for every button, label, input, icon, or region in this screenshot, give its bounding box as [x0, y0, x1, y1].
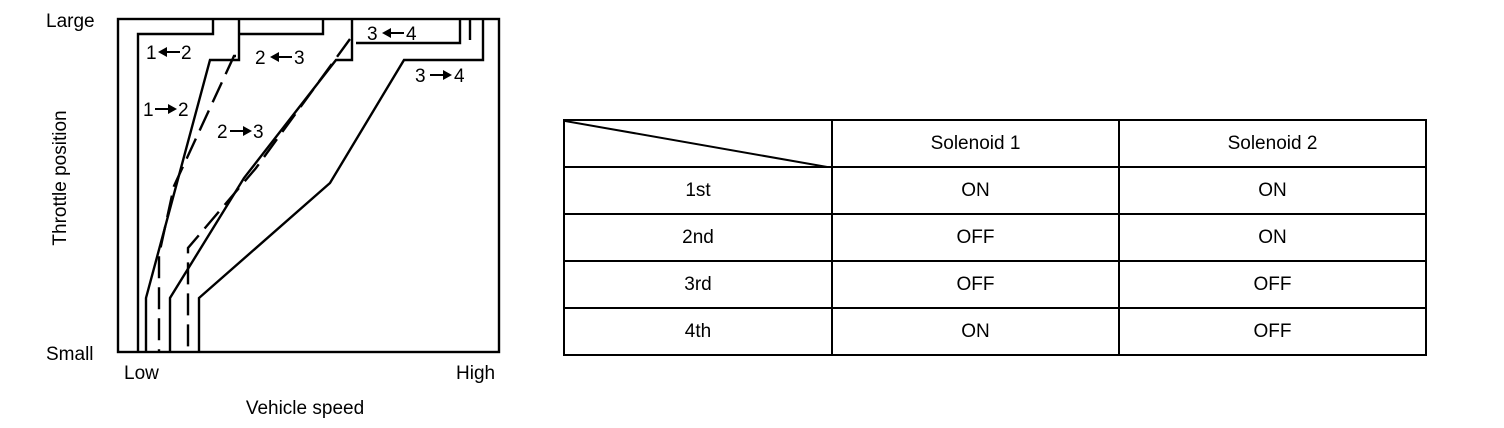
table-row: 4th ON OFF — [563, 307, 1427, 356]
label-3-4-up-to: 4 — [454, 66, 465, 87]
label-1-2-down-to: 2 — [181, 43, 192, 64]
gear-cell: 2nd — [563, 213, 833, 262]
header-solenoid-1: Solenoid 1 — [831, 119, 1120, 168]
table-header-row: Solenoid 1 Solenoid 2 — [563, 119, 1427, 168]
label-2-3-up-from: 2 — [217, 122, 228, 143]
x-axis-title: Vehicle speed — [246, 398, 364, 419]
table-row: 1st ON ON — [563, 166, 1427, 215]
label-1-2-down: 1 2 — [146, 43, 192, 64]
upshift-1-2-curve — [136, 19, 241, 352]
solenoid-2-cell: ON — [1118, 166, 1427, 215]
downshift-1-2-curve — [157, 54, 236, 352]
solenoid-2-cell: OFF — [1118, 307, 1427, 356]
solenoid-table: Solenoid 1 Solenoid 2 1st ON ON 2nd OFF … — [563, 119, 1427, 356]
arrow-right-icon — [168, 104, 177, 114]
label-1-2-up-to: 2 — [178, 100, 189, 121]
shift-diagram: Large Small Throttle position Low High V… — [46, 11, 501, 419]
table-row: 2nd OFF ON — [563, 213, 1427, 262]
y-axis-top-label: Large — [46, 11, 95, 32]
label-1-2-up: 1 2 — [143, 100, 189, 121]
gear-cell: 4th — [563, 307, 833, 356]
arrow-left-icon — [158, 47, 167, 57]
label-1-2-down-from: 1 — [146, 43, 157, 64]
header-solenoid-2: Solenoid 2 — [1118, 119, 1427, 168]
arrow-left-icon — [270, 52, 279, 62]
label-3-4-up: 3 4 — [415, 66, 465, 87]
y-axis-title: Throttle position — [50, 110, 71, 245]
label-3-4-up-from: 3 — [415, 66, 426, 87]
gear-cell: 1st — [563, 166, 833, 215]
label-3-4-down-from: 3 — [367, 24, 378, 45]
x-axis-right-label: High — [456, 363, 495, 384]
label-2-3-down-to: 3 — [294, 48, 305, 69]
label-2-3-down-from: 2 — [255, 48, 266, 69]
solenoid-1-cell: ON — [831, 166, 1120, 215]
table-row: 3rd OFF OFF — [563, 260, 1427, 309]
arrow-left-icon — [382, 28, 391, 38]
gear-cell: 3rd — [563, 260, 833, 309]
arrow-right-icon — [243, 126, 252, 136]
label-2-3-up-to: 3 — [253, 122, 264, 143]
x-axis-left-label: Low — [124, 363, 159, 384]
upshift-3-4-curve — [197, 19, 485, 352]
solenoid-1-cell: OFF — [831, 260, 1120, 309]
label-3-4-down: 3 4 — [367, 24, 417, 45]
label-2-3-up: 2 3 — [217, 122, 264, 143]
downshift-2-3-curve — [186, 38, 351, 352]
label-3-4-down-to: 4 — [406, 24, 417, 45]
solenoid-2-cell: ON — [1118, 213, 1427, 262]
arrow-right-icon — [443, 70, 452, 80]
label-1-2-up-from: 1 — [143, 100, 154, 121]
label-2-3-down: 2 3 — [255, 48, 305, 69]
solenoid-1-cell: ON — [831, 307, 1120, 356]
solenoid-2-cell: OFF — [1118, 260, 1427, 309]
table-corner-cell — [563, 119, 833, 168]
y-axis-bottom-label: Small — [46, 344, 94, 365]
plot-frame — [116, 17, 501, 354]
solenoid-1-cell: OFF — [831, 213, 1120, 262]
upshift-2-3-curve — [168, 19, 354, 352]
